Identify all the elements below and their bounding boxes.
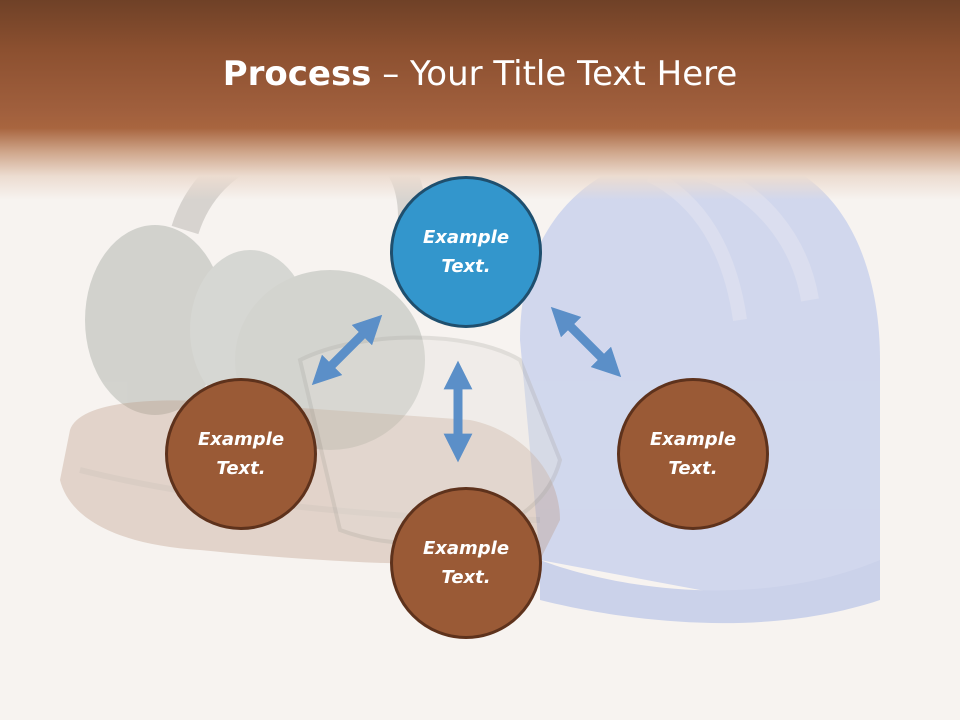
node-left: Example Text.: [165, 378, 317, 530]
title-banner: [0, 0, 960, 200]
node-right-text: Example Text.: [649, 429, 737, 479]
arrow-top-right: [550, 306, 622, 378]
node-right: Example Text.: [617, 378, 769, 530]
node-bottom-text: Example Text.: [422, 538, 510, 588]
node-bottom: Example Text.: [390, 487, 542, 639]
node-top: Example Text.: [390, 176, 542, 328]
page-title: Process – Your Title Text Here: [0, 52, 960, 96]
node-left-text: Example Text.: [197, 429, 285, 479]
title-rest: – Your Title Text Here: [371, 54, 738, 94]
node-top-text: Example Text.: [422, 227, 510, 277]
arrow-top-left: [311, 314, 383, 386]
title-bold: Process: [222, 54, 372, 94]
